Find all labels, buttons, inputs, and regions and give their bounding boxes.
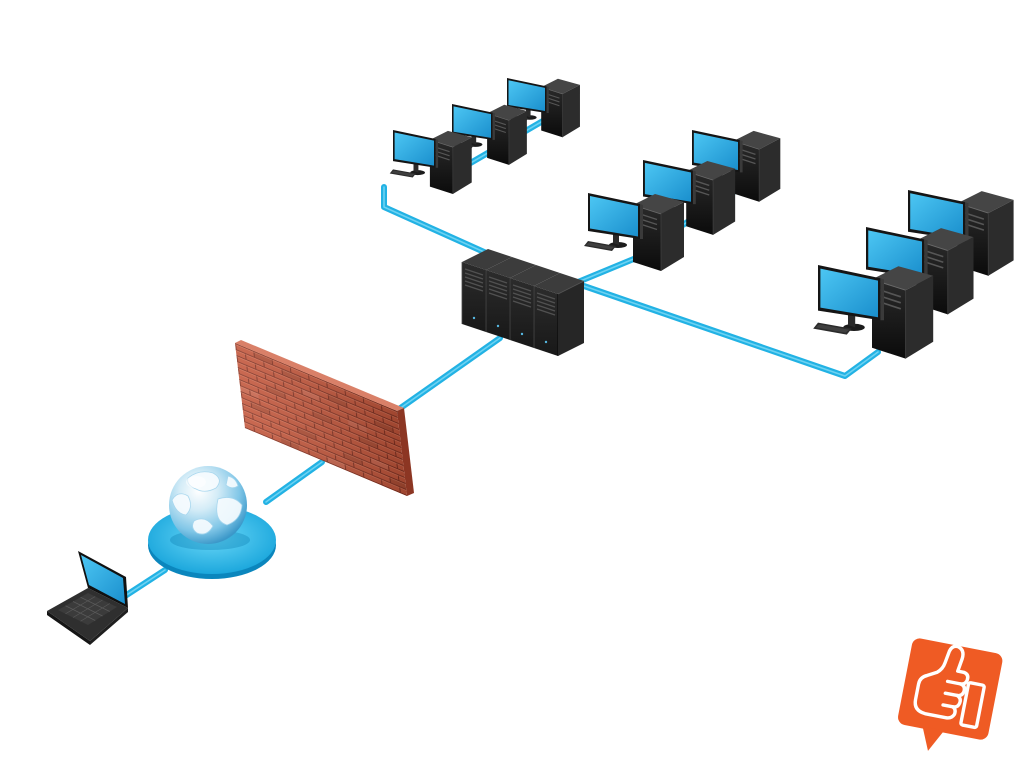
desktop-computer-icon (389, 129, 473, 195)
workstation-group-3 (812, 189, 1015, 360)
workstation-group-2 (583, 129, 781, 272)
desktop-computer-icon (583, 192, 685, 272)
thumbs-up-icon (898, 638, 1003, 751)
cable-laptop-to-internet (119, 567, 168, 601)
desktop-computer-icon (812, 264, 935, 360)
laptop-display (81, 555, 125, 604)
thumb-cuff (959, 681, 986, 730)
globe-icon (148, 466, 276, 579)
workstation-group-1 (389, 77, 581, 195)
cable-firewall-to-server (389, 335, 503, 417)
laptop-icon (47, 551, 128, 645)
cable-internet-to-firewall (263, 459, 325, 505)
server-rack-icon (461, 248, 585, 357)
firewall-icon (235, 340, 414, 497)
thumb-hand-outline (913, 644, 970, 720)
